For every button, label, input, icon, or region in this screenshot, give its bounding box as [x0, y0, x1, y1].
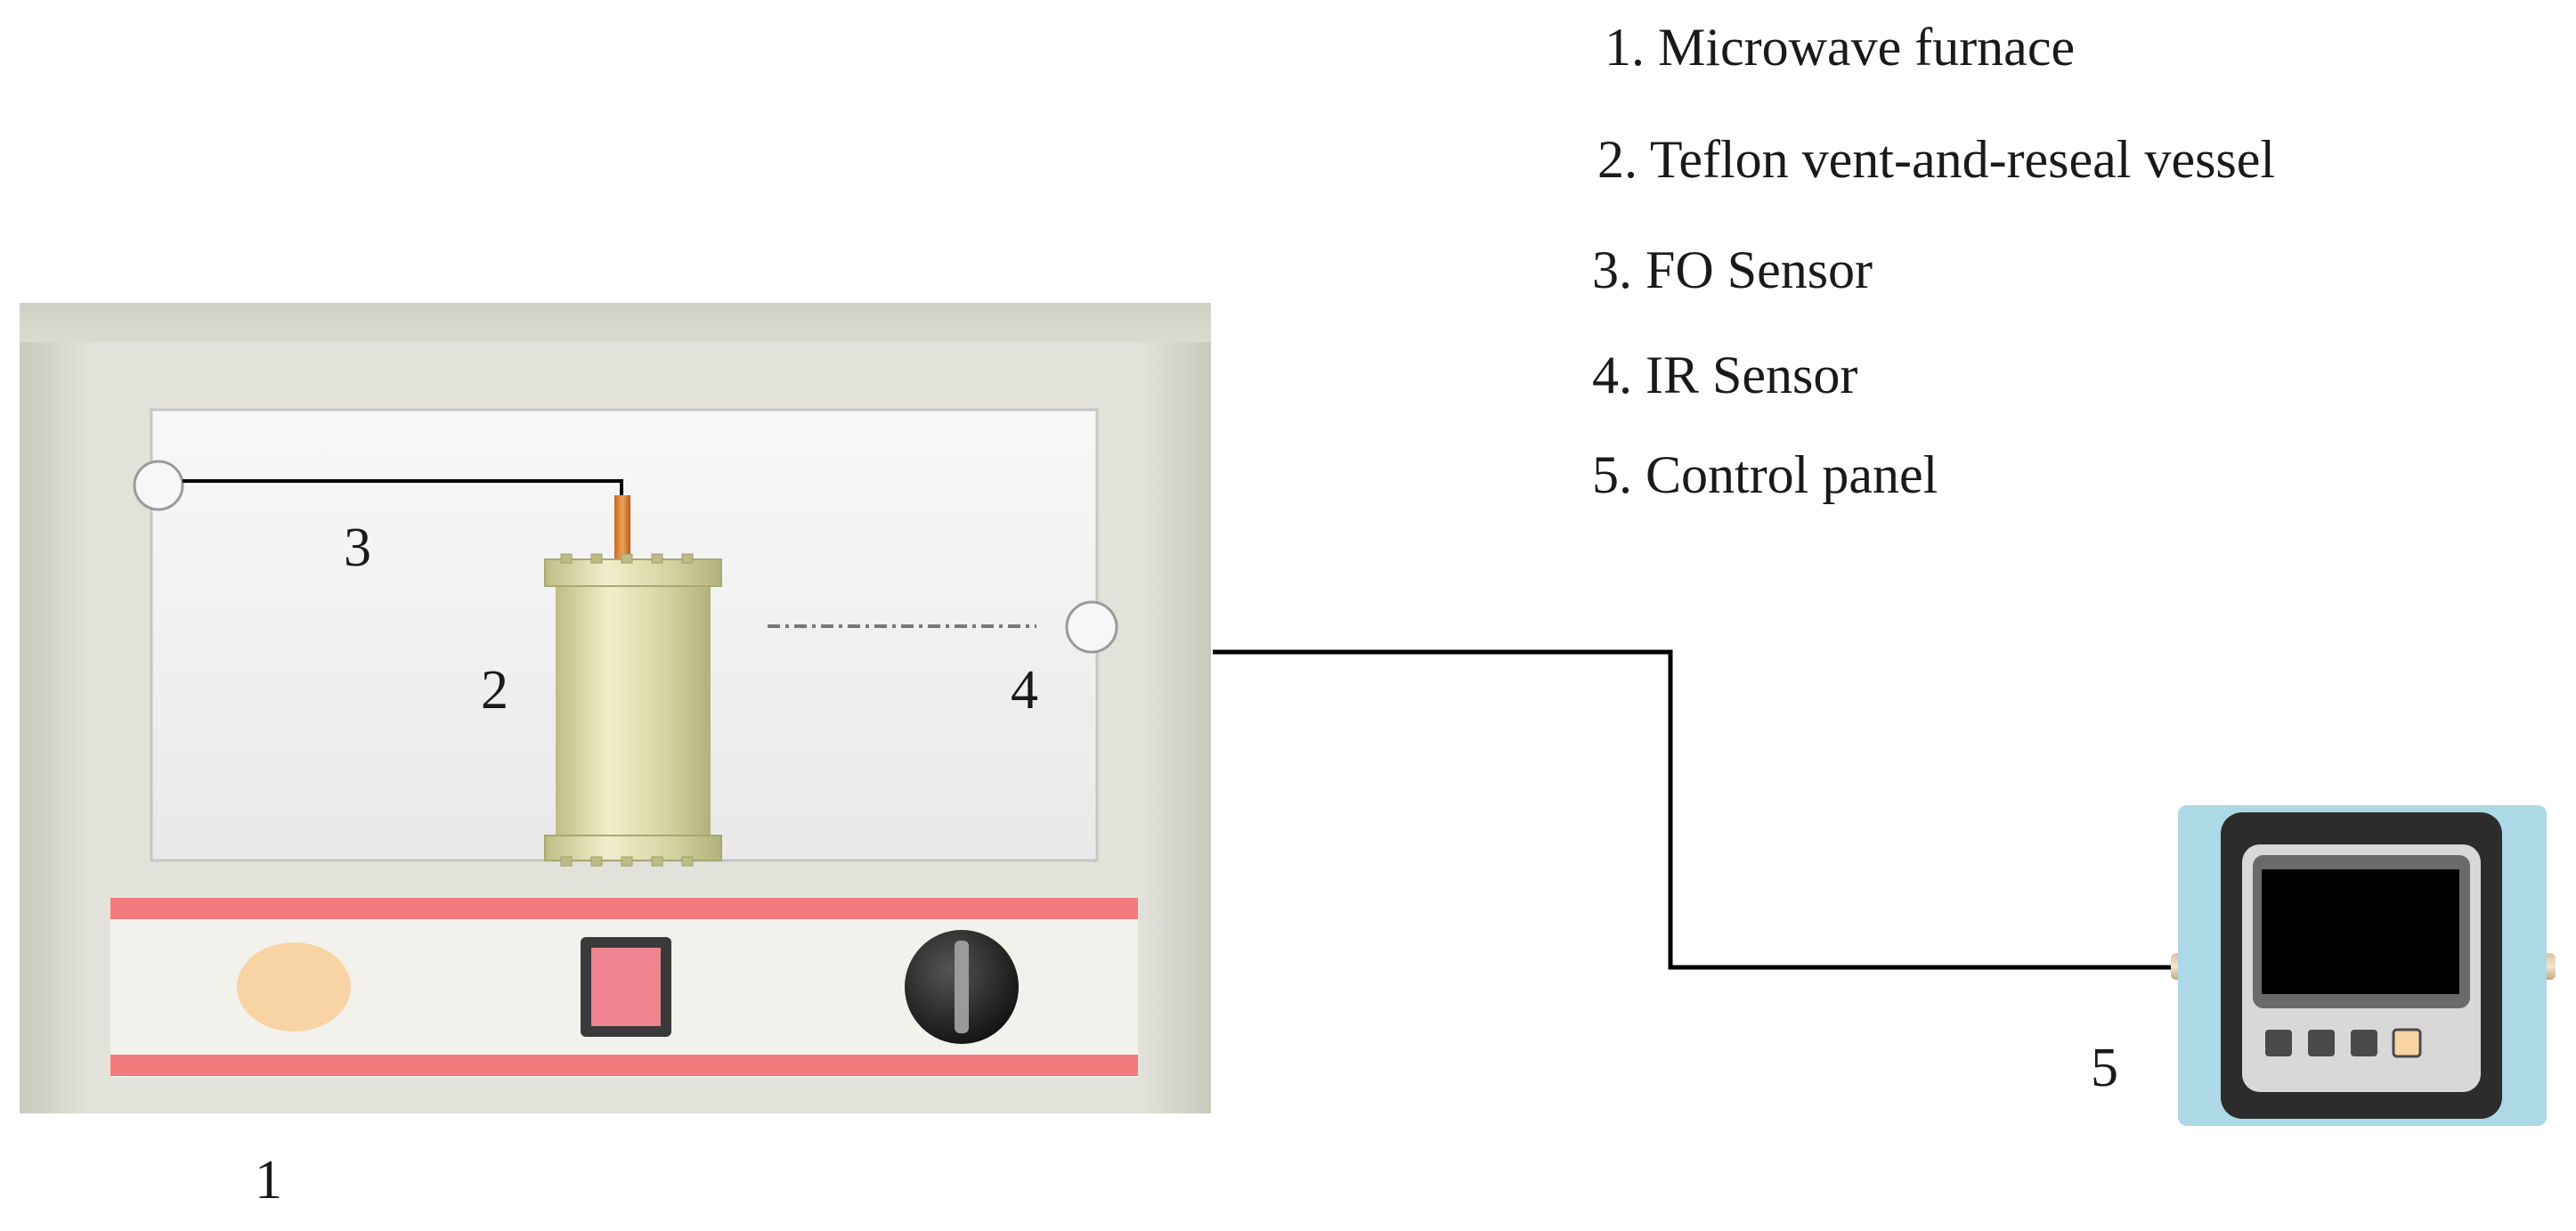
callout-vessel: 2: [481, 660, 508, 721]
fo-sensor-wire: [183, 479, 623, 497]
ir-sensor: [768, 600, 1118, 654]
control-panel-button-4: [2392, 1028, 2422, 1058]
legend-item-ir-sensor: 4. IR Sensor: [1592, 346, 1858, 404]
control-panel-button-2: [2308, 1030, 2335, 1056]
fo-sensor-port: [133, 460, 184, 511]
furnace-stripe-bottom: [110, 1055, 1138, 1076]
vessel-base: [544, 835, 722, 861]
control-knob-grip: [955, 941, 969, 1033]
callout-fo-sensor: 3: [344, 518, 371, 578]
control-panel-button-3: [2351, 1030, 2377, 1056]
legend-item-fo-sensor: 3. FO Sensor: [1592, 240, 1873, 299]
callout-ir-sensor: 4: [1011, 660, 1038, 721]
vessel-body: [556, 570, 711, 848]
control-panel-button-1: [2265, 1030, 2292, 1056]
control-cable: [1213, 649, 2173, 970]
control-panel-display: [2262, 869, 2459, 994]
furnace-top-band: [20, 303, 1211, 346]
legend-item-teflon-vessel: 2. Teflon vent-and-reseal vessel: [1597, 130, 2276, 189]
vessel-bolts: [560, 553, 694, 867]
indicator-light: [237, 942, 351, 1031]
fo-sensor: [133, 460, 630, 559]
fo-sensor-probe: [614, 495, 630, 559]
callout-control-panel: 5: [2091, 1038, 2118, 1098]
vessel-cap: [544, 558, 722, 587]
teflon-vessel: [544, 553, 722, 867]
furnace-stripe-top: [110, 898, 1138, 919]
callout-furnace: 1: [255, 1150, 282, 1211]
control-panel: [2171, 805, 2556, 1126]
legend-item-control-panel: 5. Control panel: [1592, 445, 1938, 504]
ir-sensor-port: [1065, 600, 1118, 654]
legend-item-microwave-furnace: 1. Microwave furnace: [1605, 18, 2076, 77]
power-switch-face: [591, 948, 661, 1026]
